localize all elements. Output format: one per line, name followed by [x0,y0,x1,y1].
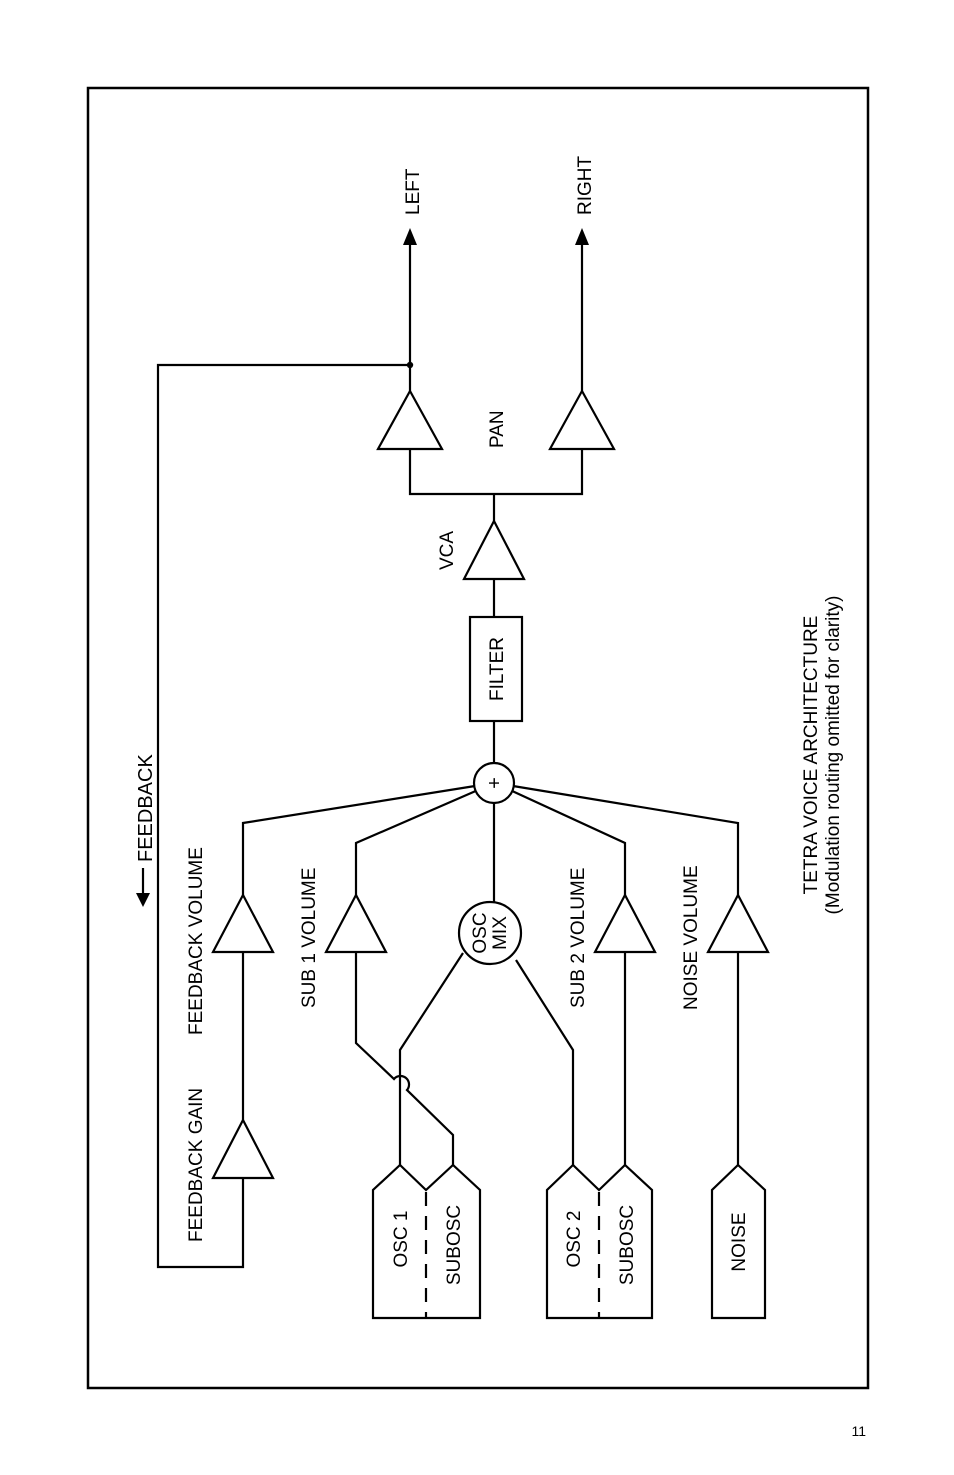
osc2-source-block [545,1163,654,1320]
sub1-volume-to-mixer-wire [354,788,479,895]
subosc1-to-sub1-volume-wire [354,952,455,1165]
noise-volume-amp [706,892,770,954]
vca-label: VCA [437,531,458,570]
sub2-volume-label: SUB 2 VOLUME [568,868,589,1008]
osc-mix-label-line2: MIX [490,916,511,950]
right-arrowhead [575,228,589,245]
subosc2-label: SUBOSC [617,1205,638,1285]
feedback-junction-dot [406,361,414,369]
sub2-volume-to-mixer-wire [509,789,627,895]
feedback-volume-amp [211,892,275,954]
vca-amp [462,518,526,581]
osc1-to-osc-mix-wire [398,952,464,1165]
filter-label: FILTER [487,637,508,701]
pan-right-amp [548,388,616,451]
osc1-source-block [371,1163,482,1320]
right-output-label: RIGHT [575,156,596,216]
noise-label: NOISE [729,1212,750,1271]
diagram-title: TETRA VOICE ARCHITECTURE [801,616,822,895]
osc2-to-osc-mix-wire [515,959,575,1165]
feedback-gain-amp [211,1117,275,1180]
pan-label: PAN [487,410,508,448]
mixer-plus-symbol: + [484,777,506,789]
page-number: 11 [851,1423,866,1439]
subosc1-label: SUBOSC [444,1205,465,1285]
feedback-volume-label: FEEDBACK VOLUME [186,847,207,1035]
feedback-gain-label: FEEDBACK GAIN [186,1088,207,1242]
noise-source-block [710,1163,767,1320]
osc-mix-node [457,900,523,966]
mixer-summing-node [472,761,516,805]
pan-split-wire [408,449,584,496]
sub2-volume-amp [593,892,657,954]
noise-volume-to-mixer-wire [512,784,740,895]
signal-wires [156,242,740,1269]
diagram-frame [86,86,870,1390]
noise-volume-label: NOISE VOLUME [681,865,702,1010]
pan-left-amp [376,388,444,451]
feedback-arrowhead [136,893,150,907]
left-output-label: LEFT [403,168,424,215]
osc-mix-label-line1: OSC [470,912,491,953]
feedback-label: FEEDBACK [135,754,157,862]
left-arrowhead [403,228,417,245]
sub1-volume-amp [324,892,388,954]
sub1-volume-label: SUB 1 VOLUME [299,868,320,1008]
filter-block [468,615,524,723]
feedback-loop-wire [156,363,410,1269]
osc1-label: OSC 1 [391,1210,412,1267]
osc2-label: OSC 2 [564,1210,585,1267]
feedback-volume-to-mixer-wire [241,784,476,895]
diagram-subtitle: (Modulation routing omitted for clarity) [823,596,844,915]
